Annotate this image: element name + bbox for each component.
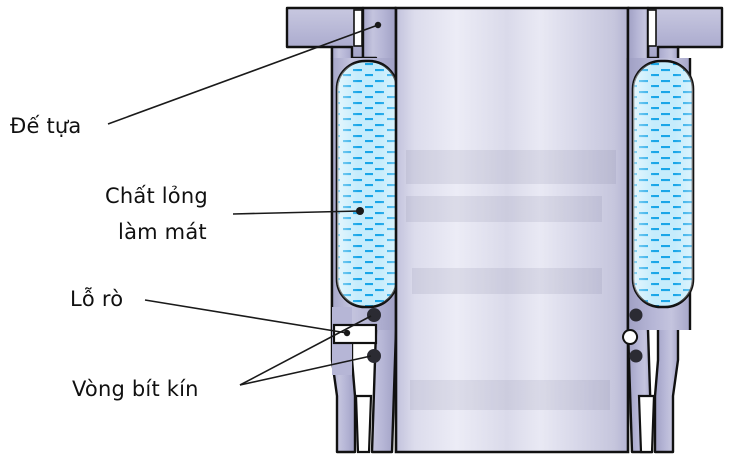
leader-dot-coolant <box>356 207 364 215</box>
bore-showthrough <box>406 150 616 410</box>
liner-body <box>285 6 724 454</box>
leader-vong-bit-a <box>239 315 372 386</box>
coolant-jacket-left <box>335 59 399 309</box>
label-chat-long-lam-mat: Chất lỏng làm mát <box>105 178 208 250</box>
seal-ring-lower-left <box>367 349 381 363</box>
label-de-tua: Đế tựa <box>10 114 82 138</box>
leader-vong-bit-b <box>239 355 372 386</box>
leader-lo-ro <box>144 299 348 334</box>
flange-slot-right <box>647 9 657 47</box>
leak-hole-channel-left <box>332 323 378 345</box>
leak-hole-channel-right <box>622 329 639 345</box>
seal-ring-upper-right <box>629 308 643 322</box>
leader-lines <box>107 24 379 386</box>
leader-dot-de-tua <box>374 21 382 29</box>
seal-ring-lower-right <box>629 349 643 363</box>
left-foot-gap <box>354 394 373 454</box>
leader-coolant <box>232 210 361 215</box>
leader-de-tua <box>107 24 379 125</box>
leader-dots <box>343 21 382 337</box>
label-coolant-line1: Chất lỏng <box>105 184 208 208</box>
seal-ring-upper-left <box>367 308 381 322</box>
coolant-jacket-right <box>631 59 695 309</box>
right-foot-gap <box>637 394 656 454</box>
leader-dot-lo-ro <box>343 329 351 337</box>
label-lo-ro: Lỗ rò <box>70 287 124 311</box>
cylinder-bore <box>394 6 630 454</box>
label-coolant-line2: làm mát <box>118 220 207 244</box>
flange-slot-left <box>353 9 363 47</box>
label-vong-bit-kin: Vòng bít kín <box>72 377 199 401</box>
